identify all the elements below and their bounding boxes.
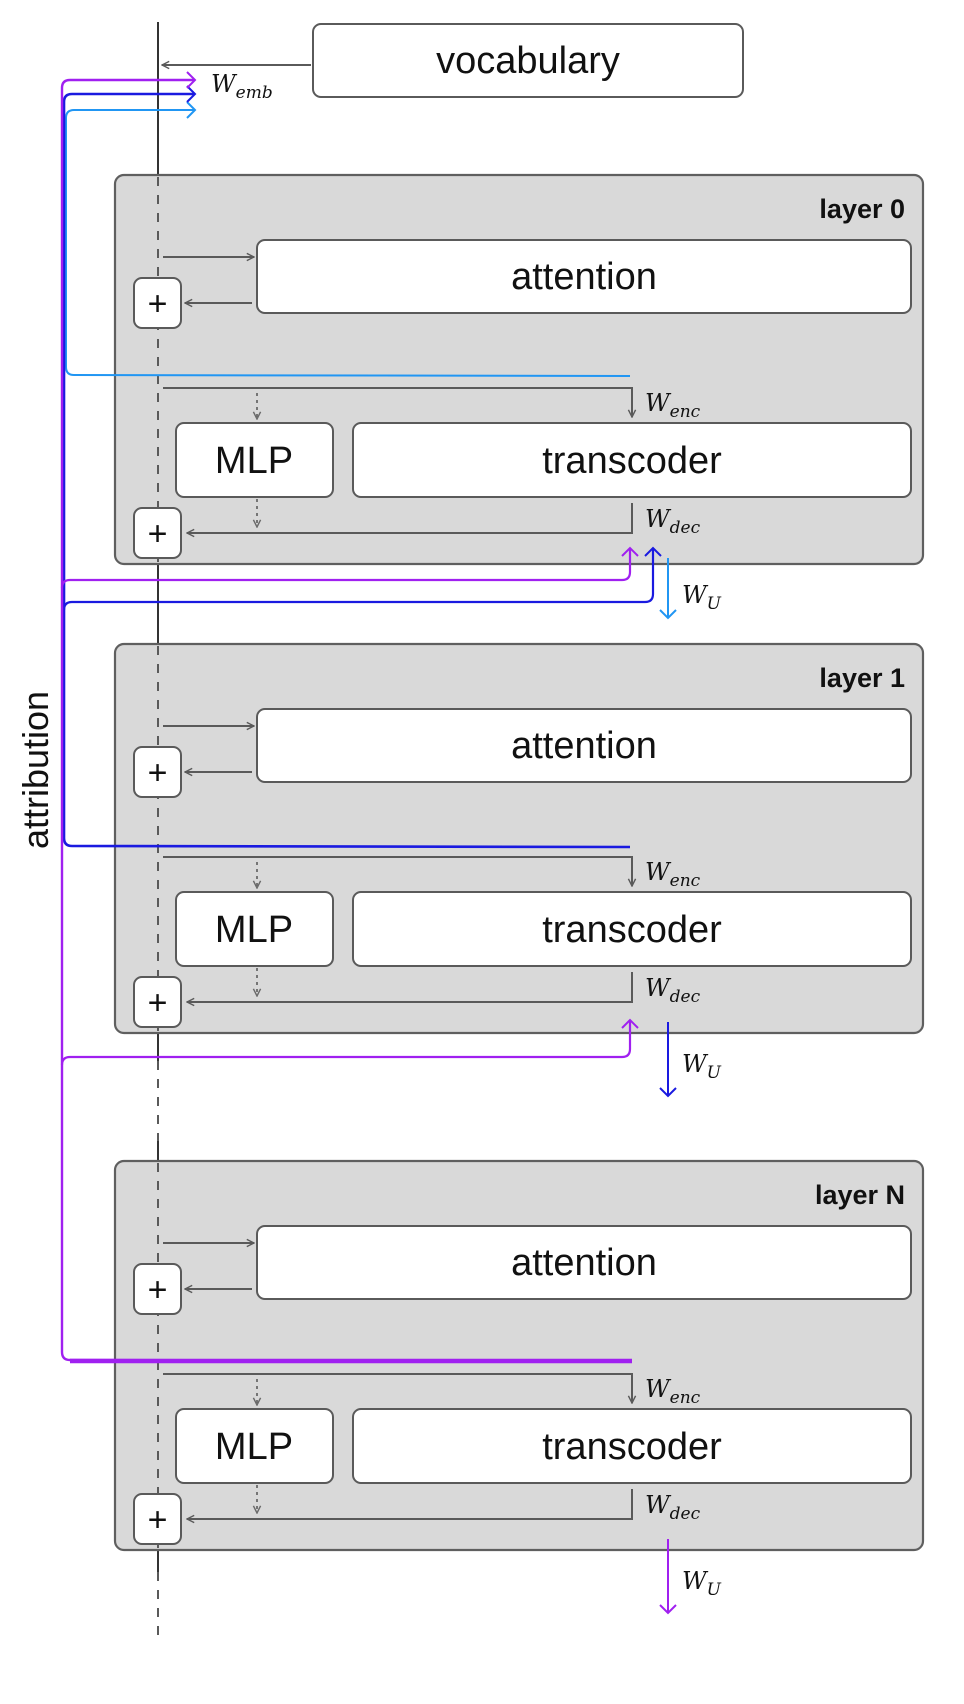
layer-box: [113, 1159, 925, 1552]
vocabulary-node: vocabulary: [162, 23, 744, 98]
w-u-label: WU: [682, 1050, 722, 1083]
plus-icon: +: [148, 285, 168, 323]
transcoder-label: transcoder: [542, 440, 722, 482]
decoder-arrow: [187, 972, 633, 1002]
attribution-path-blue: [62, 92, 631, 849]
w-enc-label: Wenc: [645, 858, 701, 891]
attribution-path-purple-layer0: [60, 548, 632, 589]
attribution-path-purple-layer1: [60, 1020, 632, 1066]
plus-icon: +: [148, 754, 168, 792]
arrowhead-icon: [659, 609, 677, 620]
add-node: [133, 1493, 182, 1545]
plus-icon: +: [148, 984, 168, 1022]
add-node: [133, 746, 182, 798]
arrowhead-icon: [644, 546, 662, 557]
vocabulary-box: [312, 23, 744, 98]
vocabulary-label: vocabulary: [436, 40, 620, 82]
layer-title: layer 1: [819, 663, 905, 693]
encoder-arrow: [163, 856, 632, 886]
w-enc-label: Wenc: [645, 1375, 701, 1408]
attention-label: attention: [511, 725, 657, 767]
mlp-box: [175, 1408, 334, 1484]
unembed-arrow: [659, 558, 677, 620]
arrowhead-icon: [659, 1604, 677, 1615]
encoder-arrow: [163, 1373, 632, 1403]
w-u-label: WU: [682, 1567, 722, 1600]
decoder-arrow: [187, 1489, 633, 1519]
w-emb-label: Wemb: [211, 70, 273, 103]
transcoder-label: transcoder: [542, 909, 722, 951]
arrowhead-icon: [659, 1087, 677, 1098]
attribution-label: attribution: [15, 691, 56, 849]
arrowhead-icon: [621, 1018, 639, 1029]
add-node: [133, 1263, 182, 1315]
w-enc-label: Wenc: [645, 389, 701, 422]
decoder-arrow: [187, 503, 633, 533]
plus-icon: +: [148, 1271, 168, 1309]
unembed-arrow: [659, 1539, 677, 1615]
plus-icon: +: [148, 515, 168, 553]
mlp-label: MLP: [215, 440, 293, 482]
plus-icon: +: [148, 1501, 168, 1539]
layer-box: [113, 173, 925, 566]
layer-title: layer N: [815, 1180, 905, 1210]
arrowhead-icon: [621, 546, 639, 557]
attention-label: attention: [511, 256, 657, 298]
transcoder-box: [352, 422, 912, 498]
attribution-path-cyan: [65, 109, 631, 377]
w-dec-label: Wdec: [645, 505, 701, 538]
transcoder-label: transcoder: [542, 1426, 722, 1468]
attribution-path-purple: [60, 78, 633, 1363]
encoder-arrow: [163, 387, 632, 417]
mlp-label: MLP: [215, 1426, 293, 1468]
attention-label: attention: [511, 1242, 657, 1284]
layer-title: layer 0: [819, 194, 905, 224]
attribution-path-blue-layer0: [62, 548, 655, 611]
layer-box: [113, 642, 925, 1035]
attribution-paths: [60, 71, 662, 1364]
transcoder-box: [352, 1408, 912, 1484]
add-node: [133, 277, 182, 329]
attention-box: [256, 239, 912, 314]
attention-box: [256, 1225, 912, 1300]
w-dec-label: Wdec: [645, 1491, 701, 1524]
unembed-arrow: [659, 1022, 677, 1098]
arrowhead-icon: [186, 101, 197, 119]
attention-box: [256, 708, 912, 783]
mlp-box: [175, 891, 334, 967]
arrowhead-icon: [186, 85, 197, 103]
arrowhead-icon: [186, 71, 197, 89]
transcoder-box: [352, 891, 912, 967]
w-dec-label: Wdec: [645, 974, 701, 1007]
mlp-label: MLP: [215, 909, 293, 951]
add-node: [133, 507, 182, 559]
add-node: [133, 976, 182, 1028]
w-u-label: WU: [682, 581, 722, 614]
mlp-box: [175, 422, 334, 498]
